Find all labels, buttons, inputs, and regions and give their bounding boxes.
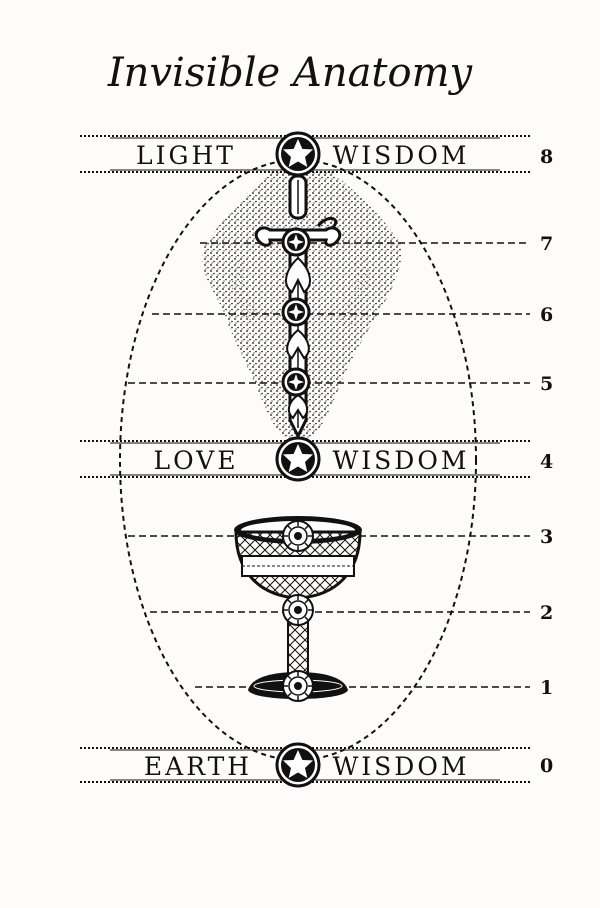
chalice-icon	[234, 516, 362, 702]
sun-flower-icon	[281, 367, 311, 397]
level-number: 8	[540, 146, 553, 168]
star-medallion-icon	[275, 131, 321, 177]
sun-flower-icon	[282, 594, 314, 626]
level-number: 0	[540, 755, 553, 777]
band-label-right: WISDOM	[333, 446, 470, 475]
sword-icon	[254, 174, 342, 440]
level-number: 1	[540, 677, 553, 699]
band-love-wisdom: LOVE WISDOM 4	[80, 436, 553, 482]
band-label-right: WISDOM	[333, 752, 470, 781]
band-label-right: WISDOM	[333, 141, 470, 170]
level-number: 5	[540, 373, 553, 395]
level-number: 3	[540, 526, 553, 548]
star-medallion-icon	[275, 436, 321, 482]
level-number: 6	[540, 304, 553, 326]
sun-flower-icon	[282, 520, 314, 552]
sun-flower-icon	[281, 297, 311, 327]
level-number: 4	[540, 451, 553, 473]
band-label-left: EARTH	[144, 752, 252, 781]
band-label-left: LOVE	[154, 446, 239, 475]
band-earth-wisdom: EARTH WISDOM 0	[80, 742, 553, 788]
sun-flower-icon	[281, 227, 311, 257]
page-title: Invisible Anatomy	[107, 50, 474, 96]
level-number: 7	[540, 233, 553, 255]
sun-flower-icon	[282, 670, 314, 702]
band-label-left: LIGHT	[136, 141, 236, 170]
star-medallion-icon	[275, 742, 321, 788]
level-number: 2	[540, 602, 553, 624]
band-light-wisdom: LIGHT WISDOM 8	[80, 131, 553, 177]
